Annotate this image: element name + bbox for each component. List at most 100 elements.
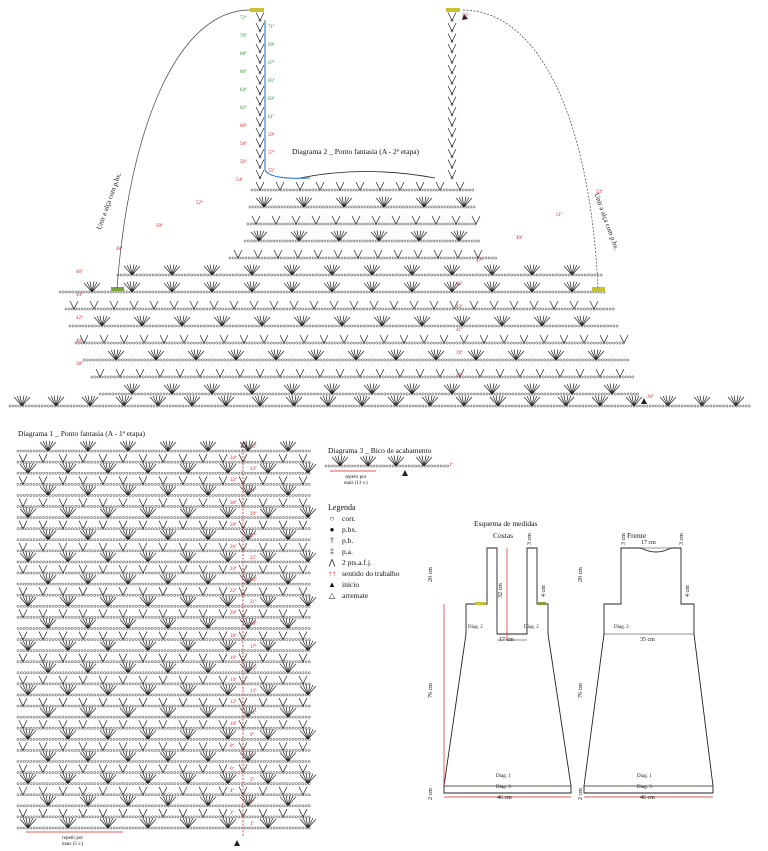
chain-stitch [558,342,560,344]
chain-stitch [392,325,394,327]
chain-stitch [243,393,245,395]
chain-stitch [131,359,133,361]
chain-stitch [438,206,440,208]
fan-stitch [604,384,620,395]
chain-stitch [97,291,99,293]
chain-stitch [321,223,323,225]
fan-stitch [244,384,260,395]
chain-stitch [217,393,219,395]
chain-stitch [569,359,571,361]
chain-stitch [407,223,409,225]
chain-stitch [222,291,224,293]
chain-stitch [88,291,90,293]
chain-stitch [187,308,189,310]
chain-stitch [331,342,333,344]
chain-stitch [267,376,269,378]
chain-stitch [308,223,310,225]
fan-stitch [308,350,324,361]
chain-stitch [261,376,263,378]
chain-stitch [229,274,231,276]
chain-stitch [373,189,375,191]
chain-stitch [94,376,96,378]
chain-stitch [440,291,442,293]
chain-stitch [599,308,601,310]
chain-stitch [213,274,215,276]
chain-stitch [565,342,567,344]
chain-stitch [510,308,512,310]
chain-stitch [476,405,478,407]
chain-stitch [205,393,207,395]
chain-stitch [363,376,365,378]
chain-stitch [213,376,215,378]
chain-stitch [665,405,667,407]
chain-stitch [305,189,307,191]
chain-stitch [536,274,538,276]
chain-stitch [161,308,163,310]
chain-stitch [399,325,401,327]
chain-stitch [81,308,83,310]
chain-stitch [408,376,410,378]
chain-stitch [376,291,378,293]
chain-stitch [344,376,346,378]
chain-stitch [537,393,539,395]
chain-stitch [520,325,522,327]
chain-stitch [384,393,386,395]
chain-stitch [486,359,488,361]
chain-stitch [390,393,392,395]
chain-stitch [283,325,285,327]
chain-stitch [587,274,589,276]
chain-stitch [404,308,406,310]
fan-stitch [444,265,460,276]
chain-stitch [585,359,587,361]
chain-stitch [555,308,557,310]
fan-stitch [588,350,604,361]
chain-stitch [136,325,138,327]
chain-stitch [385,376,387,378]
chain-stitch [323,393,325,395]
fan-stitch [320,396,336,407]
chain-stitch [443,308,445,310]
chain-stitch [494,291,496,293]
chain-stitch [200,274,202,276]
chain-stitch [616,376,618,378]
chain-stitch [477,393,479,395]
chain-stitch [411,325,413,327]
chain-stitch [246,405,248,407]
chain-stitch [492,405,494,407]
chain-stitch [387,393,389,395]
chain-stitch [254,342,256,344]
chain-stitch [181,291,183,293]
chain-stitch [576,359,578,361]
chain-stitch [311,240,313,242]
chain-stitch [223,274,225,276]
chain-stitch [652,405,654,407]
fan-stitch [626,396,642,407]
chain-stitch [267,257,269,259]
v-stitch [70,301,78,309]
chain-stitch [98,325,100,327]
chain-stitch [470,359,472,361]
chain-stitch [169,359,171,361]
chain-stitch [458,223,460,225]
chain-stitch [312,274,314,276]
chain-stitch [312,189,314,191]
chain-stitch [389,342,391,344]
chain-stitch [517,325,519,327]
chain-stitch [482,325,484,327]
chain-stitch [209,376,211,378]
chain-stitch [539,308,541,310]
chain-stitch [395,291,397,293]
chain-stitch [165,291,167,293]
chain-stitch [528,359,530,361]
chain-stitch [72,291,74,293]
chain-stitch [575,274,577,276]
chain-stitch [412,206,414,208]
chain-stitch [513,376,515,378]
chain-stitch [262,393,264,395]
chain-stitch [331,257,333,259]
chain-stitch [530,325,532,327]
chain-stitch [145,376,147,378]
chain-stitch [273,376,275,378]
chain-stitch [581,274,583,276]
chain-stitch [533,274,535,276]
